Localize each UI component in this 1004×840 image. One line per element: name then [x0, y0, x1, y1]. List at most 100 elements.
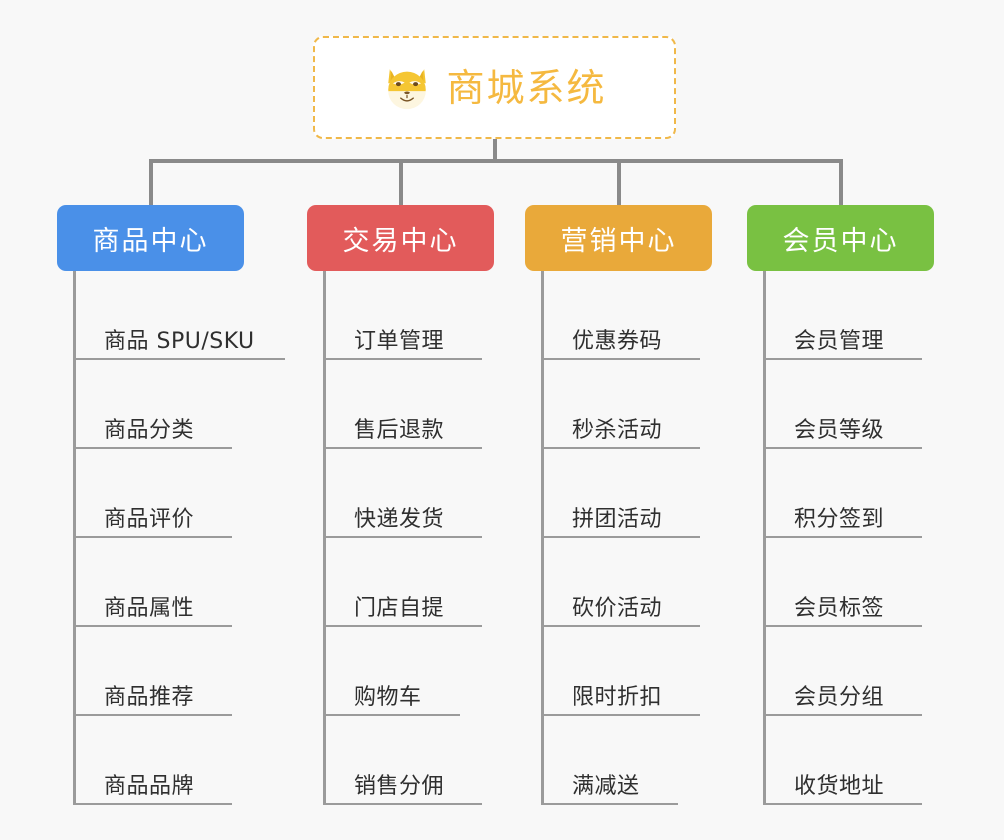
leaf-item[interactable]: 会员分组 — [747, 627, 937, 716]
leaf-rule — [764, 625, 922, 627]
leaf-label: 购物车 — [354, 684, 422, 710]
leaf-label: 满减送 — [572, 773, 640, 799]
connector-horizontal-bus — [149, 159, 843, 163]
leaf-list-4: 会员管理 会员等级 积分签到 会员标签 会员分组 收货地址 — [747, 271, 937, 805]
leaf-item[interactable]: 商品属性 — [57, 538, 287, 627]
leaf-label: 门店自提 — [354, 595, 445, 621]
leaf-item[interactable]: 收货地址 — [747, 716, 937, 805]
leaf-label: 限时折扣 — [572, 684, 663, 710]
leaf-item[interactable]: 砍价活动 — [525, 538, 715, 627]
leaf-item[interactable]: 商品分类 — [57, 360, 287, 449]
root-title: 商城系统 — [446, 65, 607, 110]
leaf-label: 销售分佣 — [354, 773, 445, 799]
leaf-rule — [764, 803, 922, 805]
leaf-item[interactable]: 会员等级 — [747, 360, 937, 449]
leaf-item[interactable]: 限时折扣 — [525, 627, 715, 716]
leaf-list-2: 订单管理 售后退款 快递发货 门店自提 购物车 销售分佣 — [307, 271, 507, 805]
leaf-rule — [542, 714, 700, 716]
leaf-label: 商品 SPU/SKU — [104, 328, 255, 354]
leaf-item[interactable]: 售后退款 — [307, 360, 507, 449]
leaf-item[interactable]: 订单管理 — [307, 271, 507, 360]
leaf-rule — [542, 536, 700, 538]
leaf-label: 会员分组 — [794, 684, 885, 710]
leaf-item[interactable]: 满减送 — [525, 716, 715, 805]
leaf-label: 快递发货 — [354, 506, 445, 532]
leaf-rule — [74, 447, 232, 449]
connector-drop-1 — [149, 159, 153, 207]
leaf-label: 订单管理 — [354, 328, 445, 354]
leaf-list-1: 商品 SPU/SKU 商品分类 商品评价 商品属性 商品推荐 商品品牌 — [57, 271, 287, 805]
branch-header-1[interactable]: 商品中心 — [57, 205, 244, 271]
branch-header-label: 会员中心 — [782, 225, 899, 257]
leaf-item[interactable]: 商品评价 — [57, 449, 287, 538]
leaf-rule — [764, 536, 922, 538]
leaf-label: 商品分类 — [104, 417, 195, 443]
leaf-label: 商品属性 — [104, 595, 195, 621]
branch-header-label: 商品中心 — [92, 225, 209, 257]
leaf-rule — [74, 358, 285, 360]
leaf-rule — [324, 803, 482, 805]
branch-column-1: 商品中心 商品 SPU/SKU 商品分类 商品评价 商品属性 商品推荐 — [57, 205, 287, 805]
connector-drop-4 — [839, 159, 843, 207]
connector-drop-3 — [617, 159, 621, 207]
leaf-label: 商品品牌 — [104, 773, 195, 799]
leaf-item[interactable]: 秒杀活动 — [525, 360, 715, 449]
leaf-rule — [542, 447, 700, 449]
leaf-label: 商品评价 — [104, 506, 195, 532]
leaf-label: 会员等级 — [794, 417, 885, 443]
leaf-rule — [74, 803, 232, 805]
connector-drop-2 — [399, 159, 403, 207]
branch-spine-4 — [763, 271, 766, 805]
branch-column-4: 会员中心 会员管理 会员等级 积分签到 会员标签 会员分组 — [747, 205, 937, 805]
leaf-item[interactable]: 销售分佣 — [307, 716, 507, 805]
branch-header-2[interactable]: 交易中心 — [307, 205, 494, 271]
leaf-label: 积分签到 — [794, 506, 885, 532]
leaf-rule — [324, 536, 482, 538]
branch-column-2: 交易中心 订单管理 售后退款 快递发货 门店自提 购物车 — [307, 205, 507, 805]
leaf-label: 售后退款 — [354, 417, 445, 443]
leaf-rule — [542, 625, 700, 627]
leaf-rule — [74, 714, 232, 716]
branch-header-label: 交易中心 — [342, 225, 459, 257]
branch-spine-1 — [73, 271, 76, 805]
leaf-rule — [542, 803, 678, 805]
leaf-item[interactable]: 快递发货 — [307, 449, 507, 538]
root-node[interactable]: 商城系统 — [313, 36, 676, 139]
branch-header-label: 营销中心 — [560, 225, 677, 257]
leaf-rule — [542, 358, 700, 360]
leaf-rule — [74, 625, 232, 627]
leaf-list-3: 优惠券码 秒杀活动 拼团活动 砍价活动 限时折扣 满减送 — [525, 271, 715, 805]
leaf-rule — [324, 625, 482, 627]
leaf-label: 砍价活动 — [572, 595, 663, 621]
leaf-rule — [764, 447, 922, 449]
branch-header-4[interactable]: 会员中心 — [747, 205, 934, 271]
connector-root-stem — [493, 139, 497, 162]
leaf-item[interactable]: 门店自提 — [307, 538, 507, 627]
leaf-item[interactable]: 积分签到 — [747, 449, 937, 538]
leaf-rule — [324, 358, 482, 360]
leaf-item[interactable]: 会员管理 — [747, 271, 937, 360]
branch-spine-3 — [541, 271, 544, 805]
leaf-rule — [764, 358, 922, 360]
leaf-item[interactable]: 购物车 — [307, 627, 507, 716]
leaf-item[interactable]: 优惠券码 — [525, 271, 715, 360]
leaf-item[interactable]: 商品品牌 — [57, 716, 287, 805]
leaf-label: 商品推荐 — [104, 684, 195, 710]
leaf-item[interactable]: 商品推荐 — [57, 627, 287, 716]
leaf-rule — [324, 714, 460, 716]
branch-header-3[interactable]: 营销中心 — [525, 205, 712, 271]
leaf-label: 优惠券码 — [572, 328, 663, 354]
leaf-rule — [764, 714, 922, 716]
leaf-rule — [74, 536, 232, 538]
leaf-label: 会员标签 — [794, 595, 885, 621]
leaf-rule — [324, 447, 482, 449]
leaf-item[interactable]: 拼团活动 — [525, 449, 715, 538]
leaf-item[interactable]: 商品 SPU/SKU — [57, 271, 287, 360]
leaf-item[interactable]: 会员标签 — [747, 538, 937, 627]
leaf-label: 会员管理 — [794, 328, 885, 354]
shiba-dog-face-icon — [388, 68, 427, 109]
leaf-label: 收货地址 — [794, 773, 885, 799]
leaf-label: 秒杀活动 — [572, 417, 663, 443]
leaf-label: 拼团活动 — [572, 506, 663, 532]
